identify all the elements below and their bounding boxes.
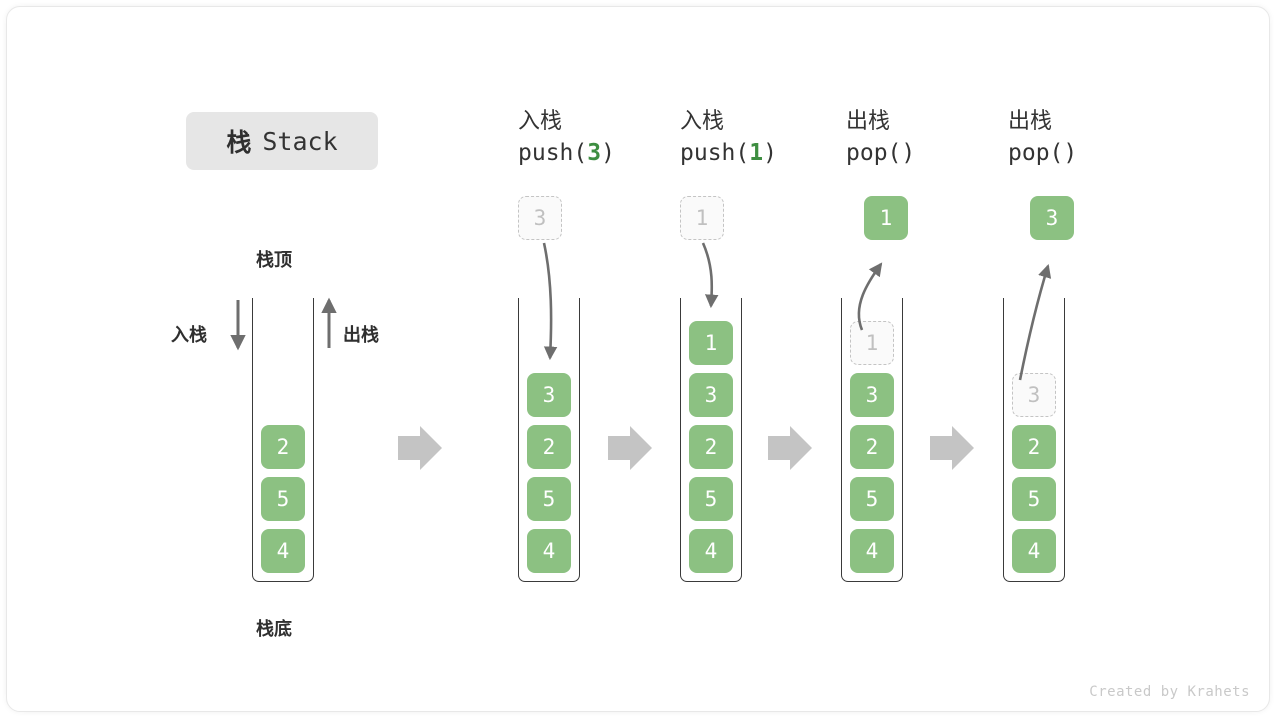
stack-node-ghost: 1 (850, 321, 894, 365)
floating-node-popped: 3 (1030, 196, 1074, 240)
column-header-pop-1: 出栈 pop() (846, 106, 915, 170)
stack-node: 5 (261, 477, 305, 521)
stack-node: 3 (689, 373, 733, 417)
stack-node: 2 (1012, 425, 1056, 469)
floating-node-ghost: 1 (680, 196, 724, 240)
stack-node-ghost: 3 (1012, 373, 1056, 417)
column-header-code: push(1) (680, 140, 777, 166)
title-english: Stack (262, 126, 338, 156)
stack-node: 2 (850, 425, 894, 469)
column-header-code: push(3) (518, 140, 615, 166)
stack-node: 2 (689, 425, 733, 469)
stack-tube-pop-3 (1003, 298, 1065, 582)
stack-tube-initial (252, 298, 314, 582)
column-header-code: pop() (1008, 140, 1078, 166)
stack-node: 4 (689, 529, 733, 573)
stack-pop-label: 出栈 (343, 325, 379, 345)
floating-node-ghost: 3 (518, 196, 562, 240)
stack-node: 5 (850, 477, 894, 521)
watermark: Created by Krahets (1089, 684, 1250, 700)
stack-node: 4 (850, 529, 894, 573)
stack-node: 5 (689, 477, 733, 521)
stack-node: 1 (689, 321, 733, 365)
stack-node: 3 (850, 373, 894, 417)
column-header-cn: 出栈 (846, 108, 891, 133)
stack-node: 4 (1012, 529, 1056, 573)
stack-node: 5 (1012, 477, 1056, 521)
stack-tube-push-3 (518, 298, 580, 582)
column-header-code: pop() (846, 140, 916, 166)
stack-push-label: 入栈 (171, 325, 207, 345)
stack-node: 4 (527, 529, 571, 573)
column-header-push-3: 入栈 push(3) (518, 106, 615, 170)
stack-node: 2 (261, 425, 305, 469)
column-header-pop-3: 出栈 pop() (1008, 106, 1077, 170)
stack-node: 2 (527, 425, 571, 469)
stack-bottom-label: 栈底 (256, 619, 292, 639)
diagram-title: 栈 Stack (186, 112, 378, 170)
column-header-cn: 入栈 (518, 108, 563, 133)
stack-tube-push-1 (680, 298, 742, 582)
column-header-cn: 出栈 (1008, 108, 1053, 133)
floating-node-popped: 1 (864, 196, 908, 240)
stack-node: 5 (527, 477, 571, 521)
column-header-cn: 入栈 (680, 108, 725, 133)
title-chinese: 栈 (226, 129, 253, 157)
column-header-push-1: 入栈 push(1) (680, 106, 777, 170)
stack-top-label: 栈顶 (256, 250, 292, 270)
stack-node: 3 (527, 373, 571, 417)
stack-tube-pop-1 (841, 298, 903, 582)
stack-node: 4 (261, 529, 305, 573)
